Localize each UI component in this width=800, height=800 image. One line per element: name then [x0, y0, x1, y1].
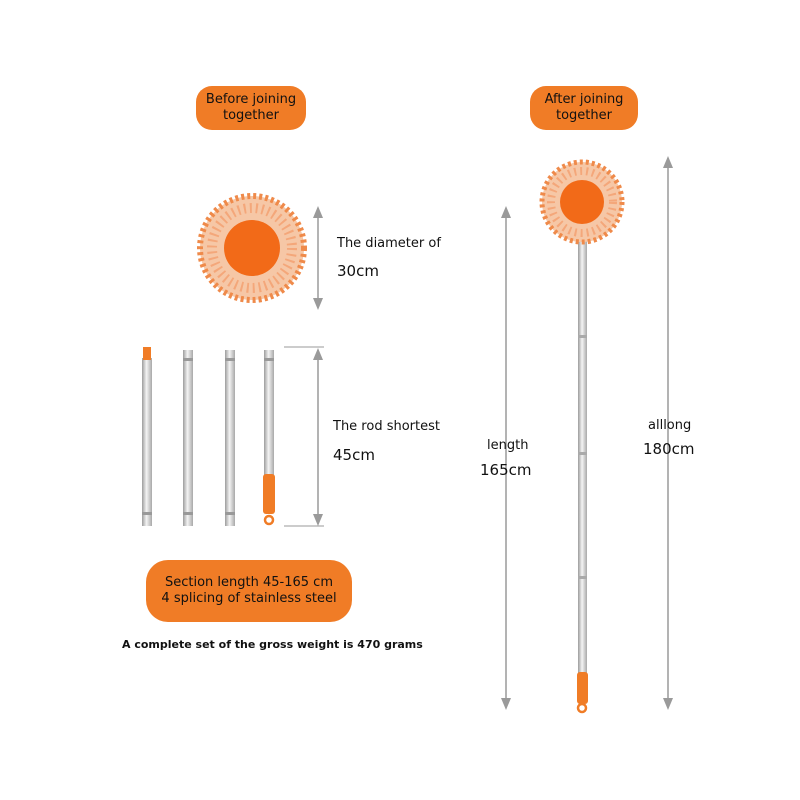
length-arrow [501, 206, 511, 710]
rod-section-4 [263, 350, 275, 526]
length-value: 165cm [480, 461, 532, 479]
before-joining-line1: Before joining [205, 92, 297, 107]
rod-length-arrow [284, 346, 324, 527]
diameter-arrow [313, 206, 323, 310]
before-joining-line2: together [223, 108, 279, 123]
after-joining-line1: After joining [544, 92, 624, 107]
after-joining-line2: together [556, 108, 612, 123]
before-joining-badge: Before joining together [196, 86, 306, 130]
rod-shortest-value: 45cm [333, 446, 375, 464]
diameter-value: 30cm [337, 262, 379, 280]
diameter-label: The diameter of [337, 236, 441, 251]
gross-weight-note: A complete set of the gross weight is 47… [122, 638, 423, 651]
rod-shortest-label: The rod shortest [333, 419, 440, 434]
all-long-arrow [663, 156, 673, 710]
all-long-value: 180cm [643, 440, 695, 458]
section-length-badge: Section length 45-165 cm 4 splicing of s… [146, 560, 352, 622]
rod-section-2 [183, 350, 193, 526]
assembled-mop [539, 159, 625, 714]
section-length-line2: 4 splicing of stainless steel [161, 591, 337, 606]
rod-section-1 [142, 347, 152, 526]
mop-head-left [197, 193, 307, 303]
rod-section-3 [225, 350, 235, 526]
after-joining-badge: After joining together [530, 86, 638, 130]
all-long-label: alllong [648, 418, 692, 433]
section-length-line1: Section length 45-165 cm [165, 575, 333, 590]
length-label: length [487, 438, 529, 453]
